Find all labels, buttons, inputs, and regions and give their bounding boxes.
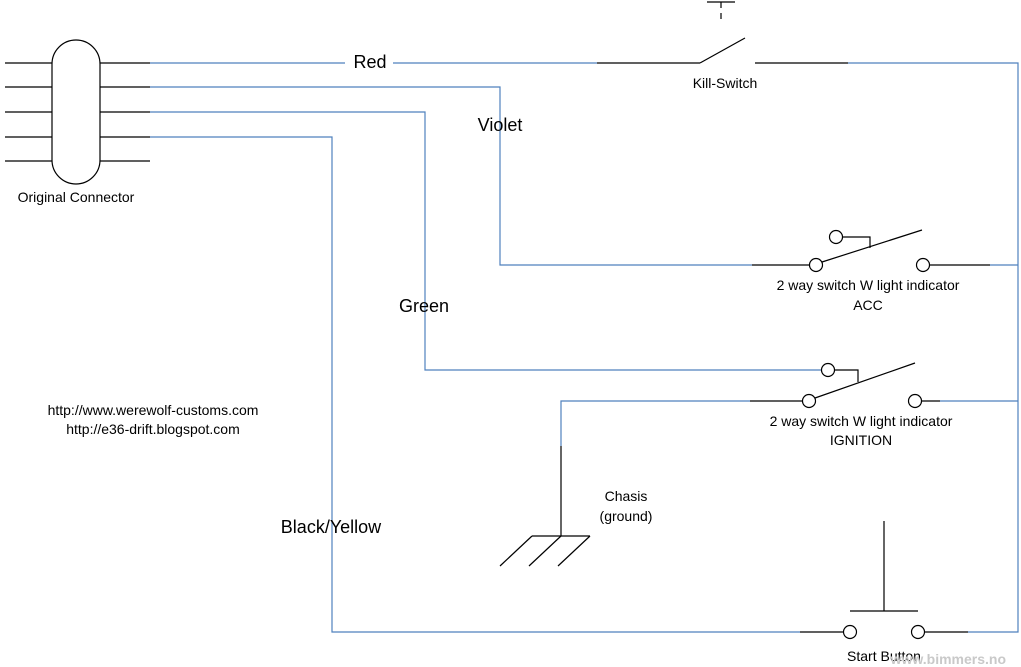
chassis-label-1: Chasis bbox=[605, 488, 648, 504]
acc-switch-label-2: ACC bbox=[853, 297, 883, 313]
red-label: Red bbox=[353, 52, 386, 72]
violet-label: Violet bbox=[478, 115, 523, 135]
start-button-label: Start Button bbox=[847, 648, 921, 664]
violet-wire bbox=[150, 86, 752, 266]
green-label: Green bbox=[399, 296, 449, 316]
kill-switch-label: Kill-Switch bbox=[693, 75, 758, 91]
bus-right bbox=[848, 62, 1019, 633]
ground-wire bbox=[560, 400, 750, 446]
black-yellow-wire bbox=[150, 136, 800, 633]
ign-switch-label-1: 2 way switch W light indicator bbox=[770, 413, 953, 429]
kill-switch bbox=[597, 1, 848, 64]
watermark: www.bimmers.no bbox=[890, 651, 1006, 667]
start-button-symbol bbox=[800, 521, 968, 640]
black-yellow-label: Black/Yellow bbox=[281, 517, 382, 537]
credit-url-2: http://e36-drift.blogspot.com bbox=[66, 421, 240, 437]
connector-label: Original Connector bbox=[18, 189, 135, 205]
acc-switch-label-1: 2 way switch W light indicator bbox=[777, 277, 960, 293]
green-wire bbox=[150, 111, 822, 371]
ign-switch-label-2: IGNITION bbox=[830, 432, 892, 448]
acc-switch bbox=[752, 229, 990, 273]
ign-switch bbox=[750, 362, 940, 409]
chassis-label-2: (ground) bbox=[600, 508, 653, 524]
chassis-ground-symbol bbox=[499, 446, 591, 567]
credit-url-1: http://www.werewolf-customs.com bbox=[48, 402, 259, 418]
original-connector bbox=[5, 39, 150, 185]
wires bbox=[150, 62, 1019, 633]
